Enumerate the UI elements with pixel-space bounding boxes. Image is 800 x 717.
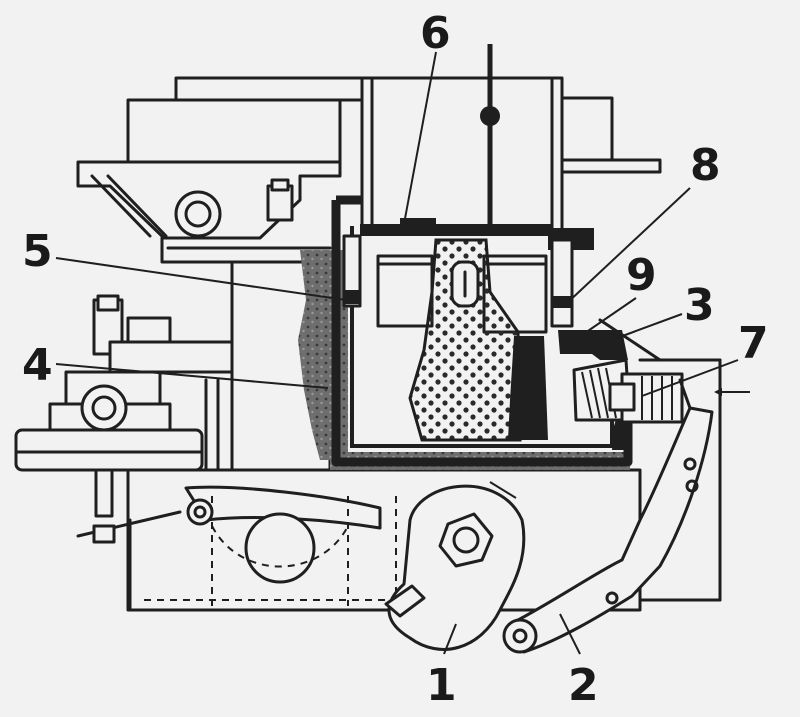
vacuum-unit	[14, 294, 234, 544]
air-horn	[360, 44, 564, 232]
leader-lines	[55, 51, 739, 655]
throttle-body	[128, 485, 404, 612]
left-flange	[76, 160, 342, 264]
callout-2: 2	[568, 660, 599, 711]
callout-6: 6	[420, 8, 451, 59]
throttle-lever	[384, 481, 526, 651]
callout-labels: 6 8 5 9 3 7 4 1 2	[22, 8, 769, 711]
float	[408, 238, 522, 442]
callout-4: 4	[22, 340, 53, 391]
callout-7: 7	[738, 318, 769, 369]
leader-2	[559, 613, 581, 655]
callout-5: 5	[22, 226, 53, 277]
leader-4	[55, 363, 329, 389]
accelerator-pump	[572, 358, 750, 424]
emulsion-tubes	[342, 234, 574, 334]
leader-1	[443, 623, 457, 655]
leader-6	[403, 51, 437, 225]
float-chamber	[298, 195, 633, 470]
callout-1: 1	[426, 660, 457, 711]
leader-9	[565, 297, 637, 347]
choke-pivot	[480, 106, 500, 126]
callout-8: 8	[690, 140, 721, 191]
throttle-butterfly	[244, 512, 316, 584]
float-body	[408, 238, 522, 442]
leader-5	[55, 257, 347, 301]
leader-7	[641, 359, 739, 397]
callout-9: 9	[626, 250, 657, 301]
pump-spring	[581, 367, 617, 419]
leader-3	[589, 313, 683, 349]
leader-8	[565, 187, 691, 305]
pump-lever	[502, 378, 714, 654]
callout-3: 3	[684, 280, 715, 331]
